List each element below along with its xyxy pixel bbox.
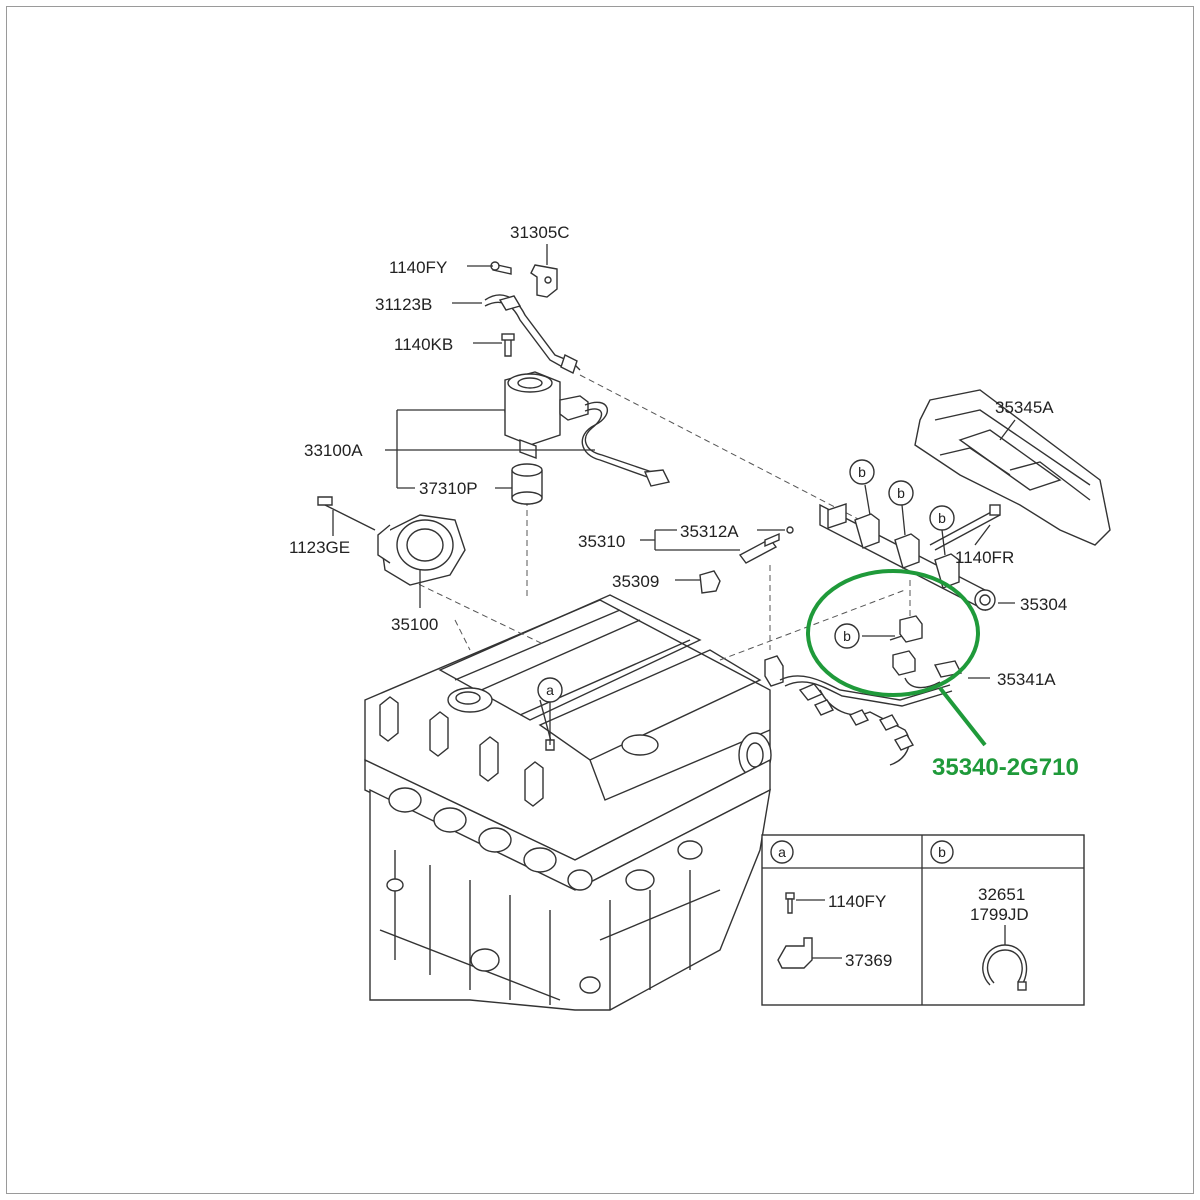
engine-block	[364, 594, 772, 1011]
label-31305C: 31305C	[510, 223, 570, 242]
throttle-body-35100	[317, 496, 466, 586]
image-frame	[6, 6, 1194, 1194]
svg-text:a: a	[546, 682, 554, 698]
label-35310: 35310	[578, 532, 625, 551]
label-1140KB: 1140KB	[394, 335, 453, 354]
svg-text:b: b	[897, 485, 905, 501]
svg-text:b: b	[843, 628, 851, 644]
label-33100A: 33100A	[304, 441, 363, 460]
leader-lines	[332, 244, 1016, 745]
callout-b-2: b	[888, 480, 914, 506]
label-35345A: 35345A	[995, 398, 1054, 417]
part-labels: 31305C 1140FY 31123B 1140KB 33100A 37310…	[289, 223, 1079, 781]
label-highlight-part: 35340-2G710	[932, 754, 1079, 781]
svg-text:b: b	[938, 510, 946, 526]
label-1140FR: 1140FR	[955, 548, 1014, 567]
engine-cover-35345A	[914, 389, 1111, 546]
legend-b-item-2: 1799JD	[970, 905, 1029, 924]
highlight-arrow	[938, 686, 987, 747]
sensor-35310	[699, 526, 794, 687]
bracket-31305C	[490, 261, 558, 298]
wiring-harness	[779, 615, 963, 766]
fuel-pump-33100A	[504, 371, 671, 487]
tappet-37310P	[511, 463, 543, 505]
label-31123B: 31123B	[375, 295, 432, 314]
label-35341A: 35341A	[997, 670, 1056, 689]
label-35100: 35100	[391, 615, 438, 634]
callout-b-4: b	[834, 623, 860, 649]
svg-text:b: b	[938, 844, 946, 860]
label-1123GE: 1123GE	[289, 538, 350, 557]
legend-col-b: b 32651 1799JD	[930, 840, 1029, 991]
svg-text:b: b	[858, 464, 866, 480]
callout-b-1: b	[849, 459, 875, 485]
highlight	[806, 569, 987, 747]
callout-a-1: a	[537, 677, 563, 703]
legend-box: a 1140FY 37369 b 32651 1799JD	[761, 834, 1085, 1006]
svg-text:a: a	[778, 844, 786, 860]
label-35312A: 35312A	[680, 522, 739, 541]
highlight-ellipse	[806, 569, 980, 697]
legend-a-item-1: 1140FY	[828, 892, 886, 911]
legend-b-item-1: 32651	[978, 885, 1025, 904]
assembly-lines	[409, 374, 911, 661]
callout-b-3: b	[929, 505, 955, 531]
legend-a-item-2: 37369	[845, 951, 892, 970]
bolt-1140KB	[501, 333, 515, 357]
legend-col-a: a 1140FY 37369	[770, 840, 892, 970]
pump-fuel-line	[484, 294, 581, 374]
label-1140FY-top: 1140FY	[389, 258, 447, 277]
label-37310P: 37310P	[419, 479, 478, 498]
label-35304: 35304	[1020, 595, 1067, 614]
label-35309: 35309	[612, 572, 659, 591]
callouts: b b b b a	[537, 459, 955, 703]
